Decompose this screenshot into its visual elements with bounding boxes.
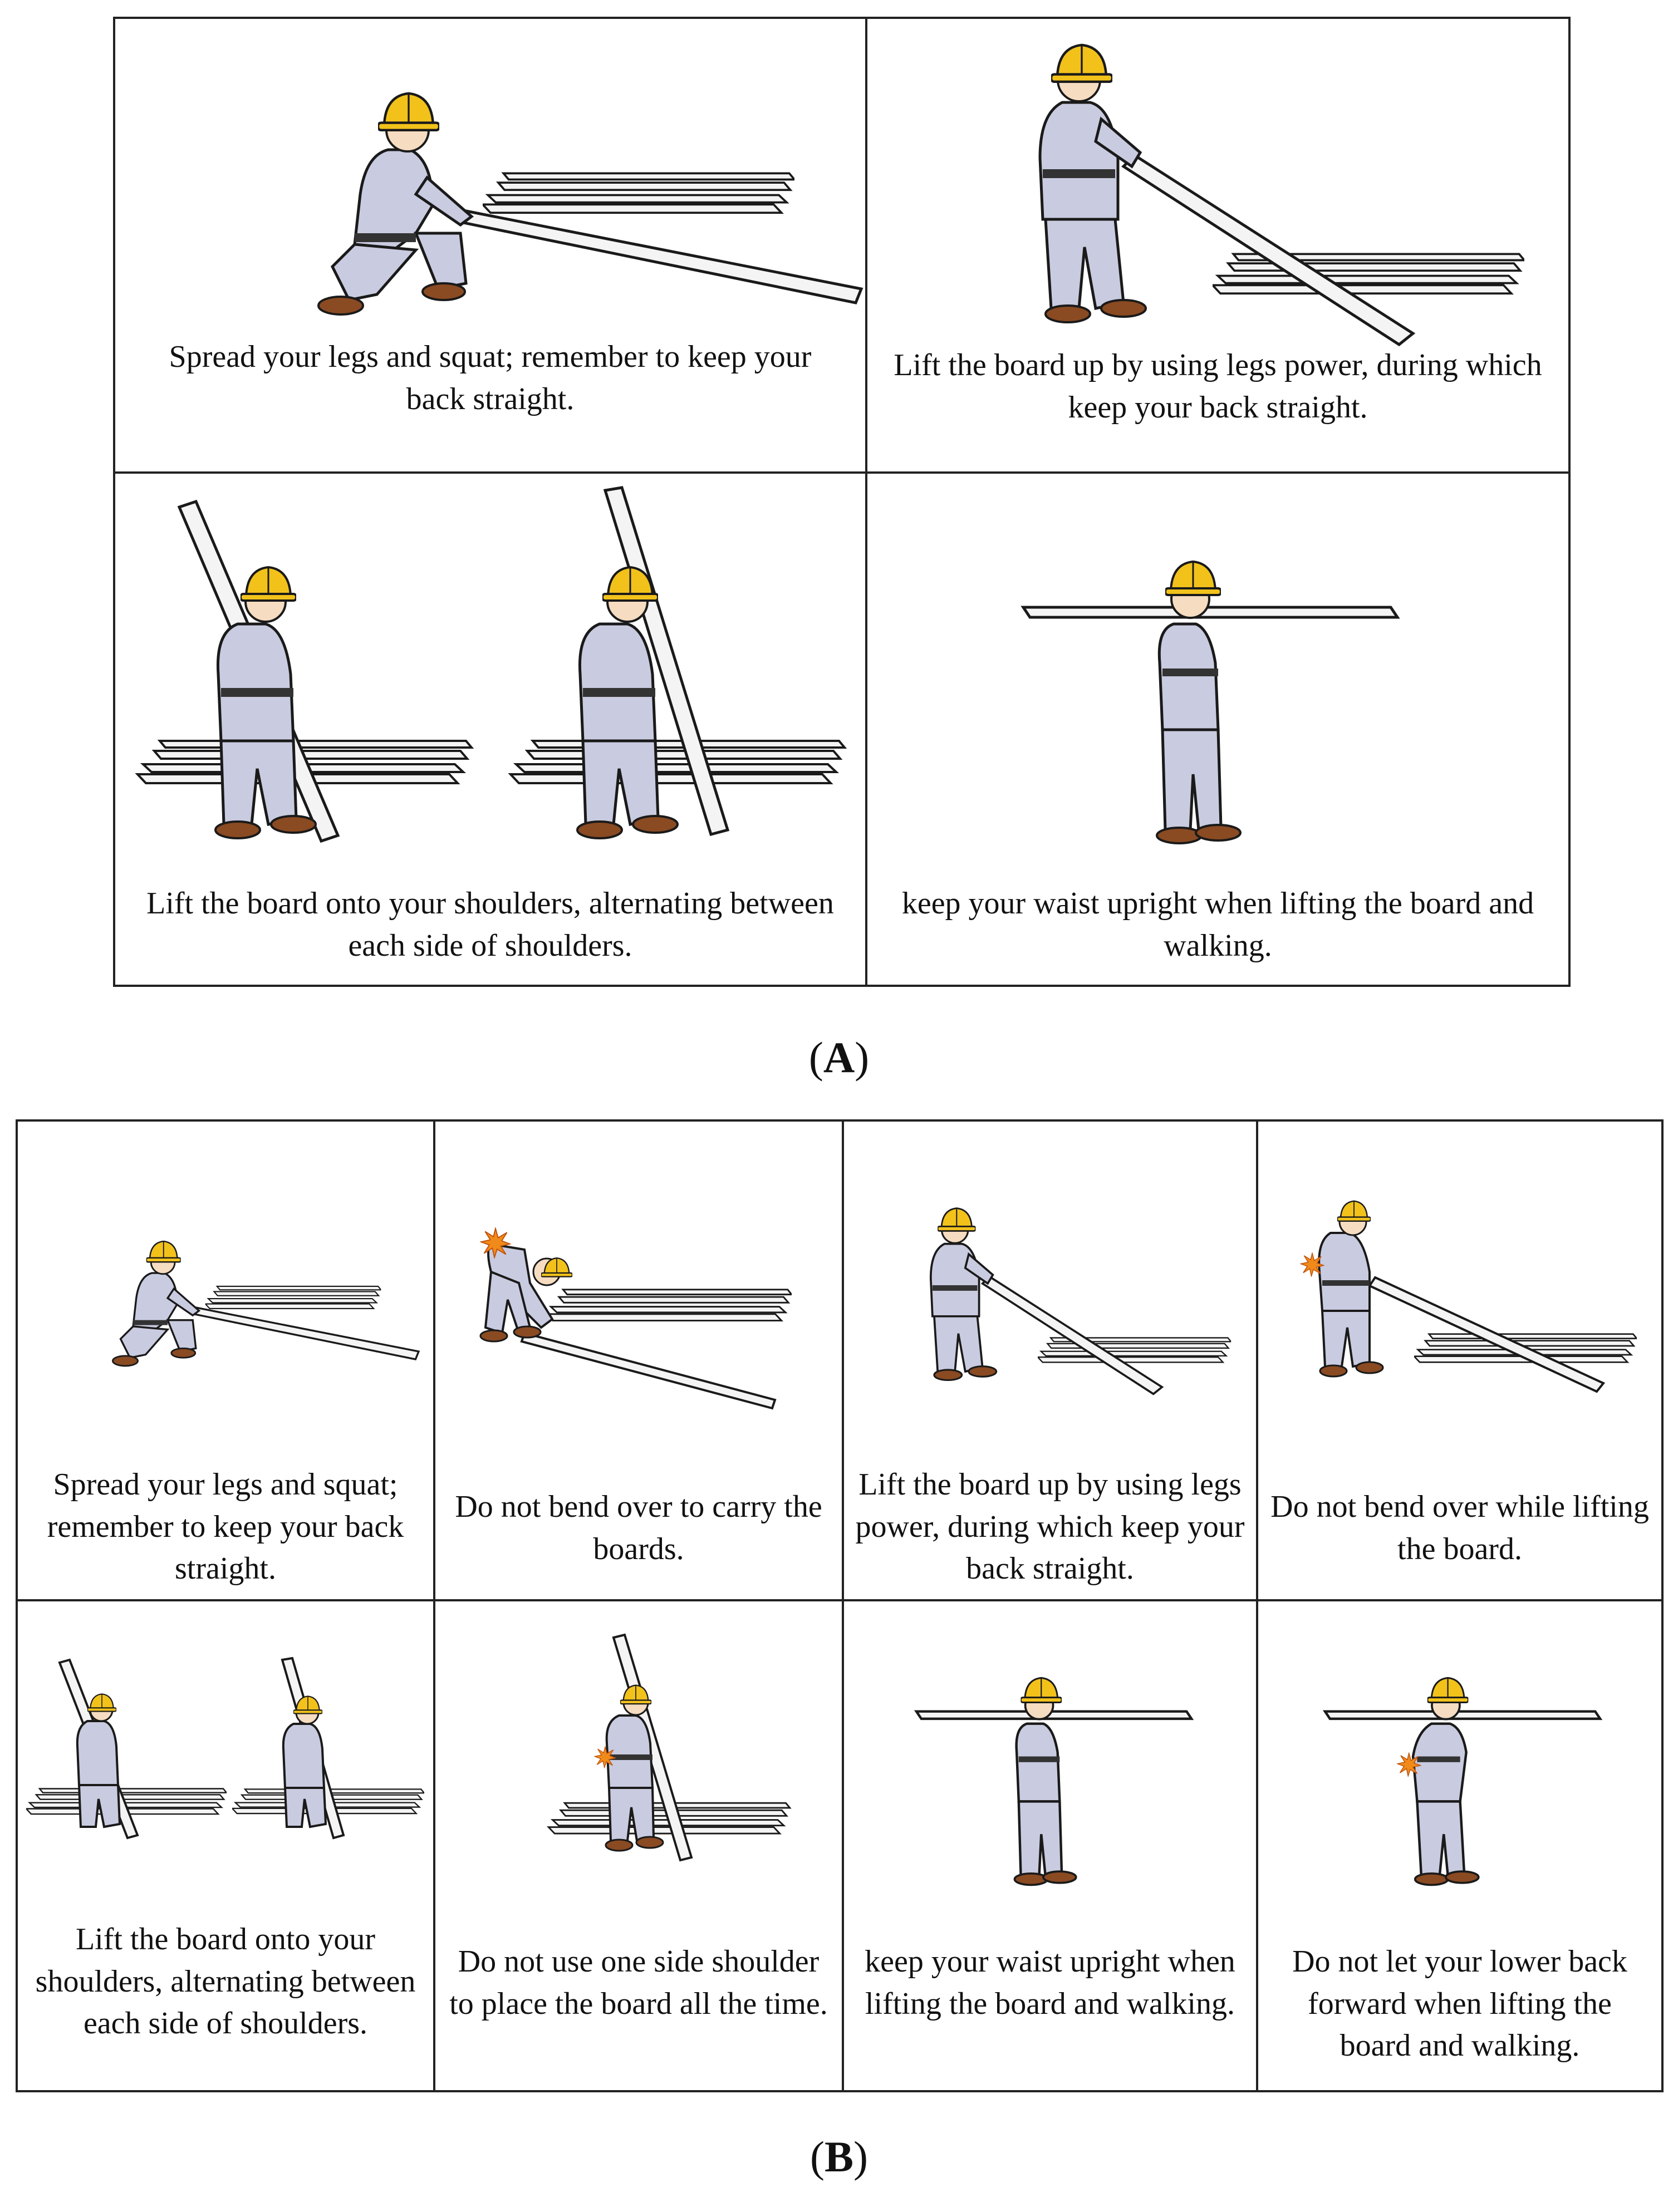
panel-b-caption-2: Do not bend over to carry the boards.	[455, 1490, 822, 1566]
worker-lifting-illustration	[1038, 36, 1524, 347]
worker-shoulder-left-illustration	[126, 499, 483, 843]
panel-b-caption-4: Do not bend over while lifting the board…	[1270, 1490, 1649, 1566]
worker-lifting-bent-wrong-illustration	[1300, 1200, 1637, 1393]
worker-carrying-upright-illustration	[1020, 561, 1400, 844]
panel-b-caption-6: Do not use one side shoulder to place th…	[449, 1944, 828, 2021]
panel-a-cell-3: Lift the board onto your shoulders, alte…	[115, 474, 865, 985]
worker-squatting-illustration	[317, 66, 863, 316]
panel-a-cell-2: Lift the board up by using legs power, d…	[867, 19, 1568, 471]
worker-lower-back-forward-wrong-illustration	[1322, 1677, 1603, 1886]
panel-a-cell-4: keep your waist upright when lifting the…	[867, 474, 1568, 985]
panel-a-label: (A)	[808, 1033, 870, 1082]
panel-b-caption-8: Do not let your lower back forward when …	[1292, 1944, 1627, 2063]
panel-b-caption-3: Lift the board up by using legs power, d…	[855, 1467, 1245, 1586]
worker-shoulder-right-illustration	[499, 486, 856, 839]
panel-b-divider-horizontal	[16, 1599, 1664, 1601]
panel-b-cell-8: Do not let your lower back forward when …	[1258, 1601, 1661, 2090]
panel-b-caption-1: Spread your legs and squat; remember to …	[47, 1467, 404, 1586]
worker-carrying-upright-illustration	[914, 1677, 1194, 1886]
panel-a-divider-vertical	[865, 17, 867, 987]
panel-b-caption-7: keep your waist upright when lifting the…	[865, 1944, 1235, 2021]
panel-b-divider-1	[433, 1119, 435, 2092]
panel-a-grid	[113, 17, 1571, 987]
panel-b-cell-7: keep your waist upright when lifting the…	[844, 1601, 1256, 2090]
worker-one-shoulder-wrong-illustration	[547, 1633, 791, 1862]
worker-bending-wrong-illustration	[479, 1227, 792, 1410]
panel-b-label: (B)	[810, 2132, 868, 2181]
panel-b-divider-2	[842, 1119, 844, 2092]
panel-b-cell-3: Lift the board up by using legs power, d…	[844, 1122, 1256, 1599]
worker-squatting-illustration	[112, 1240, 420, 1367]
panel-a-caption-2: Lift the board up by using legs power, d…	[894, 348, 1542, 425]
panel-a-divider-horizontal	[113, 471, 1571, 474]
panel-a-caption-3: Lift the board onto your shoulders, alte…	[146, 886, 834, 963]
panel-b-cell-4: Do not bend over while lifting the board…	[1258, 1122, 1661, 1599]
panel-b-caption-5: Lift the board onto your shoulders, alte…	[35, 1922, 416, 2041]
panel-b-cell-1: Spread your legs and squat; remember to …	[18, 1122, 433, 1599]
worker-lifting-illustration	[929, 1207, 1231, 1395]
worker-shoulder-alternating-illustration	[26, 1656, 424, 1840]
panel-b-grid	[16, 1119, 1664, 2092]
panel-b-cell-6: Do not use one side shoulder to place th…	[435, 1601, 842, 2090]
panel-a-cell-1: Spread your legs and squat; remember to …	[115, 19, 865, 471]
panel-b-divider-3	[1256, 1119, 1258, 2092]
panel-a-caption-1: Spread your legs and squat; remember to …	[169, 340, 812, 416]
panel-b-cell-2: Do not bend over to carry the boards.	[435, 1122, 842, 1599]
panel-b-cell-5: Lift the board onto your shoulders, alte…	[18, 1601, 433, 2090]
panel-a-caption-4: keep your waist upright when lifting the…	[901, 886, 1534, 963]
